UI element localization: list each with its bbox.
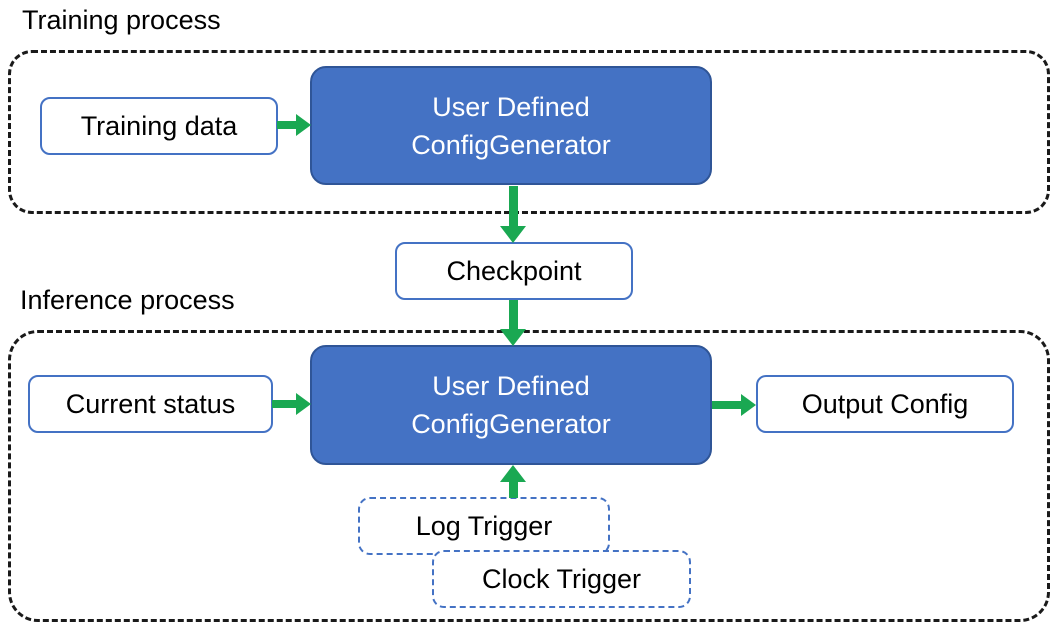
current-status-label: Current status <box>65 388 236 419</box>
output-config-box: Output Config <box>756 375 1014 433</box>
node-label-line1: User Defined <box>432 91 590 122</box>
arrow-head <box>500 226 526 243</box>
training-data-box: Training data <box>40 97 278 155</box>
training-process-frame <box>8 50 1050 214</box>
training-data-label: Training data <box>80 110 238 141</box>
arrow-shaft <box>712 401 741 409</box>
arrow-shaft <box>272 400 296 408</box>
training-config-generator-node: User Defined ConfigGenerator <box>310 66 712 185</box>
arrow-shaft <box>508 300 518 329</box>
checkpoint-label: Checkpoint <box>446 255 582 286</box>
current-status-box: Current status <box>28 375 273 433</box>
inference-config-generator-node: User Defined ConfigGenerator <box>310 345 712 465</box>
arrow-shaft <box>508 482 518 498</box>
arrow-right-icon <box>277 114 311 136</box>
node-label-line1: User Defined <box>432 371 590 401</box>
checkpoint-box: Checkpoint <box>395 242 633 300</box>
arrow-shaft <box>508 186 518 226</box>
arrow-head <box>500 329 526 346</box>
node-label-line2: ConfigGenerator <box>411 409 611 439</box>
arrow-up-icon <box>500 465 526 498</box>
arrow-head <box>296 114 311 136</box>
arrow-head <box>741 394 756 416</box>
arrow-down-icon <box>500 186 526 243</box>
arrow-head <box>500 465 526 482</box>
arrow-right-icon <box>712 394 756 416</box>
clock-trigger-label: Clock Trigger <box>481 563 642 594</box>
arrow-head <box>296 393 311 415</box>
log-trigger-label: Log Trigger <box>415 510 553 541</box>
output-config-label: Output Config <box>801 388 969 419</box>
arrow-right-icon <box>272 393 311 415</box>
node-label-line2: ConfigGenerator <box>411 129 611 160</box>
log-trigger-box: Log Trigger <box>358 497 610 555</box>
arrow-down-icon <box>500 300 526 346</box>
clock-trigger-box: Clock Trigger <box>432 550 691 608</box>
inference-process-frame <box>8 330 1050 622</box>
training-process-label: Training process <box>22 5 221 35</box>
inference-process-label: Inference process <box>20 285 235 315</box>
arrow-shaft <box>277 121 296 129</box>
